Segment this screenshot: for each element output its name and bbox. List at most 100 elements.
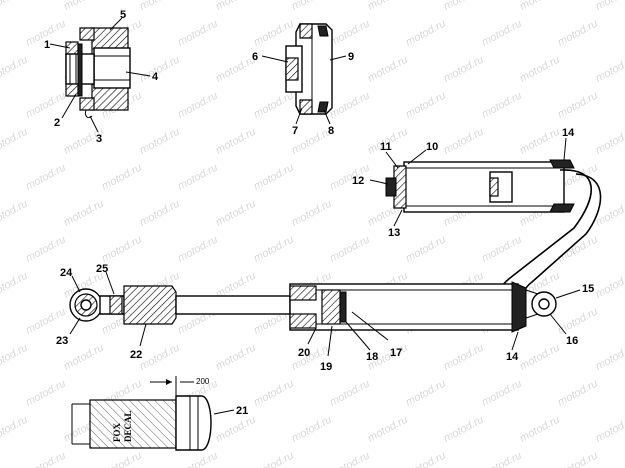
part-label-7: 7: [292, 125, 298, 137]
part-label-15: 15: [582, 283, 594, 295]
dimension-label: 200: [196, 377, 210, 386]
watermark-text: motod.ru: [328, 450, 372, 468]
watermark-text: motod.ru: [252, 234, 296, 265]
watermark-text: motod.ru: [24, 162, 68, 193]
watermark-text: motod.ru: [176, 162, 220, 193]
part-label-6: 6: [252, 51, 258, 63]
watermark-text: motod.ru: [518, 342, 562, 373]
watermark-text: motod.ru: [518, 126, 562, 157]
watermark-text: motod.ru: [0, 342, 30, 373]
part-label-3: 3: [96, 133, 102, 145]
watermark-text: motod.ru: [62, 0, 106, 13]
watermark-text: motod.ru: [62, 342, 106, 373]
decal-detail: [71, 376, 235, 451]
watermark-text: motod.ru: [404, 234, 448, 265]
watermark-text: motod.ru: [594, 0, 625, 13]
watermark-text: motod.ru: [214, 126, 258, 157]
watermark-text: motod.ru: [594, 126, 625, 157]
part-label-23: 23: [56, 335, 68, 347]
part-label-17: 17: [390, 347, 402, 359]
watermark-text: motod.ru: [442, 54, 486, 85]
watermark-text: motod.ru: [594, 270, 625, 301]
watermark-text: motod.ru: [556, 234, 600, 265]
watermark-text: motod.ru: [214, 0, 258, 13]
part-label-12: 12: [352, 175, 364, 187]
bushing-assembly-detail: [65, 27, 131, 119]
watermark-text: motod.ru: [290, 198, 334, 229]
watermark-text: motod.ru: [24, 234, 68, 265]
decal-text-line1: FOX: [112, 423, 122, 442]
part-label-14a: 14: [562, 127, 575, 139]
watermark-text: motod.ru: [138, 0, 182, 13]
watermark-text: motod.ru: [556, 378, 600, 409]
watermark-text: motod.ru: [138, 126, 182, 157]
part-label-5: 5: [120, 9, 126, 21]
watermark-text: motod.ru: [252, 90, 296, 121]
watermark-text: motod.ru: [24, 450, 68, 468]
leader-lines-b: [261, 55, 347, 125]
watermark-text: motod.ru: [138, 54, 182, 85]
watermark-text: motod.ru: [366, 54, 410, 85]
part-label-10: 10: [426, 141, 438, 153]
watermark-text: motod.ru: [328, 90, 372, 121]
part-label-1: 1: [44, 39, 50, 51]
part-label-21: 21: [236, 405, 248, 417]
watermark-text: motod.ru: [0, 126, 30, 157]
watermark-text: motod.ru: [0, 270, 30, 301]
part-labels: 1 2 3 4 5 6 7 8 9 10 11 12 13 14 14 15 1…: [44, 9, 594, 442]
watermark-text: motod.ru: [480, 234, 524, 265]
watermark-text: motod.ru: [442, 126, 486, 157]
part-label-25: 25: [96, 263, 108, 275]
watermark-text: motod.ru: [366, 0, 410, 13]
leader-lines-c: [369, 137, 567, 227]
watermark-text: motod.ru: [252, 162, 296, 193]
watermark-text: motod.ru: [328, 378, 372, 409]
watermark-text: motod.ru: [214, 198, 258, 229]
watermark-text: motod.ru: [480, 18, 524, 49]
reservoir-assembly: [385, 159, 575, 213]
watermark-text: motod.ru: [24, 90, 68, 121]
leader-lines-a: [49, 17, 151, 133]
watermark-text: motod.ru: [138, 342, 182, 373]
watermark-text: motod.ru: [100, 450, 144, 468]
watermark-text: motod.ru: [214, 414, 258, 445]
part-label-24: 24: [60, 267, 73, 279]
watermark-text: motod.ru: [328, 18, 372, 49]
watermark-text: motod.ru: [0, 414, 30, 445]
part-label-13: 13: [388, 227, 400, 239]
watermark-text: motod.ru: [556, 18, 600, 49]
part-label-11: 11: [380, 141, 392, 153]
watermark-text: motod.ru: [404, 90, 448, 121]
part-label-19: 19: [320, 361, 332, 373]
watermark-text: motod.ru: [442, 414, 486, 445]
watermark-text: motod.ru: [24, 306, 68, 337]
shock-main-body: [69, 281, 557, 333]
watermark-text: motod.ru: [214, 342, 258, 373]
watermark-text: motod.ru: [480, 450, 524, 468]
watermark-text: motod.ru: [594, 54, 625, 85]
part-label-8: 8: [328, 125, 334, 137]
watermark-text: motod.ru: [556, 306, 600, 337]
watermark-text: motod.ru: [404, 450, 448, 468]
watermark-text: motod.ru: [0, 54, 30, 85]
watermark-text: motod.ru: [176, 234, 220, 265]
watermark-text: motod.ru: [404, 378, 448, 409]
watermark-text: motod.ru: [0, 0, 30, 13]
leader-lines-d: [69, 271, 581, 357]
part-label-14b: 14: [506, 351, 519, 363]
watermark-text: motod.ru: [366, 414, 410, 445]
watermark-text: motod.ru: [290, 414, 334, 445]
part-label-20: 20: [298, 347, 310, 359]
watermark-text: motod.ru: [480, 378, 524, 409]
watermark-text: motod.ru: [24, 378, 68, 409]
part-label-16: 16: [566, 335, 578, 347]
part-label-18: 18: [366, 351, 378, 363]
watermark-text: motod.ru: [0, 198, 30, 229]
watermark-text: motod.ru: [404, 18, 448, 49]
watermark-text: motod.ru: [556, 450, 600, 468]
part-label-4: 4: [152, 71, 159, 83]
watermark-text: motod.ru: [176, 450, 220, 468]
watermark-text: motod.ru: [100, 234, 144, 265]
part-label-9: 9: [348, 51, 354, 63]
